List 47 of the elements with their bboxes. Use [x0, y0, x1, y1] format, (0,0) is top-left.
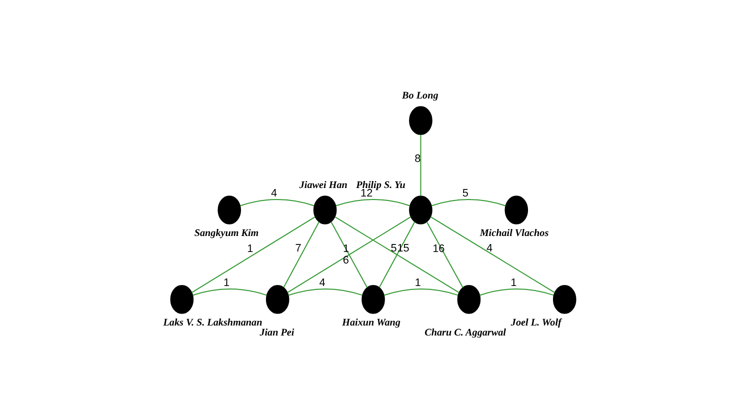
connector	[334, 216, 459, 294]
edge-label: 5	[462, 188, 468, 200]
node-circle	[504, 196, 528, 224]
node-label: Joel L. Wolf	[510, 317, 561, 328]
node-circle	[217, 196, 241, 224]
connector	[479, 288, 554, 296]
connector	[191, 216, 315, 294]
connector	[330, 222, 368, 288]
node-circle	[456, 285, 480, 314]
connector	[192, 288, 266, 296]
edge-label: 4	[318, 276, 325, 289]
connector	[286, 216, 410, 294]
node-label: Sangkyum Kim	[194, 228, 258, 239]
node-circle	[265, 285, 289, 314]
connector	[288, 288, 362, 296]
node-label: Michail Vlachos	[479, 228, 548, 239]
connector	[282, 222, 319, 288]
edge-label: 1	[414, 276, 420, 289]
connector	[335, 199, 410, 206]
edge-label: 4	[270, 188, 277, 200]
edge-label: 6	[342, 254, 348, 267]
node-circle	[552, 285, 576, 314]
connector	[426, 222, 463, 288]
edge-label: 1	[510, 276, 516, 289]
connector	[420, 134, 421, 196]
edge-label: 4	[486, 242, 492, 255]
edge-label: 8	[414, 153, 420, 166]
edge-label: 1	[223, 276, 230, 289]
edge-label: 1	[246, 242, 253, 255]
node-label: Bo Long	[402, 90, 438, 102]
node-circle	[361, 285, 384, 314]
connector	[378, 222, 415, 288]
connector	[383, 288, 458, 296]
connector	[430, 199, 506, 206]
connector	[430, 216, 554, 294]
node-label: Haixun Wang	[342, 317, 400, 328]
node-label: Jian Pei	[259, 328, 294, 339]
node-circle	[312, 196, 336, 224]
node-circle	[170, 285, 194, 314]
node-circle	[408, 196, 432, 224]
edge-label: 5	[390, 242, 396, 255]
node-circle	[408, 106, 432, 135]
node-label: Charu C. Aggarwal	[424, 328, 506, 339]
node-label: Laks V. S. Lakshmanan	[162, 317, 262, 328]
connector	[240, 199, 314, 206]
node-label: Jiawei Han	[298, 180, 347, 191]
edge-label: 7	[294, 242, 301, 255]
